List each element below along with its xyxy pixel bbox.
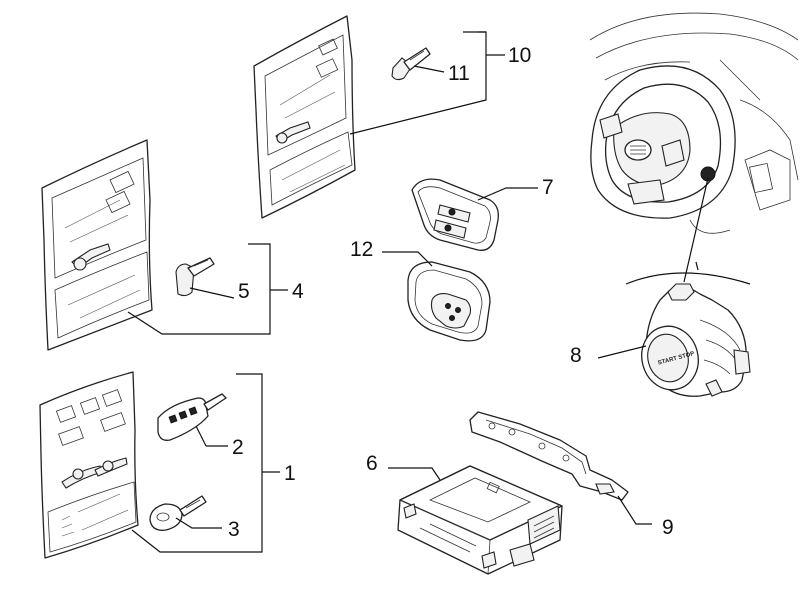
callout-10: 10 (508, 44, 531, 67)
leader-lines (127, 31, 751, 553)
callout-9: 9 (662, 516, 674, 539)
start-stop-button-8: START STOP (641, 283, 751, 397)
callout-1: 1 (284, 462, 296, 485)
key-11 (391, 47, 431, 81)
code-card-1 (39, 371, 139, 559)
smart-key-12 (407, 261, 491, 342)
callout-3: 3 (228, 518, 240, 541)
callout-labels: 1 2 3 4 5 6 7 8 9 10 11 12 (228, 44, 674, 541)
bracket-9 (469, 411, 629, 501)
callout-7: 7 (542, 176, 554, 199)
callout-8: 8 (570, 344, 582, 367)
callout-11: 11 (448, 62, 470, 85)
code-card-10 (253, 15, 356, 219)
code-card-4 (41, 139, 153, 351)
control-unit-6 (397, 465, 563, 575)
dashboard-view (589, 12, 799, 234)
callout-6: 6 (366, 452, 378, 475)
callout-12: 12 (350, 238, 373, 261)
smart-key-7 (411, 178, 499, 251)
key-3 (149, 495, 207, 531)
callout-2: 2 (232, 436, 244, 459)
flip-key-2 (157, 393, 227, 441)
callout-4: 4 (292, 280, 304, 303)
key-5 (175, 257, 215, 297)
callout-5: 5 (238, 280, 250, 303)
